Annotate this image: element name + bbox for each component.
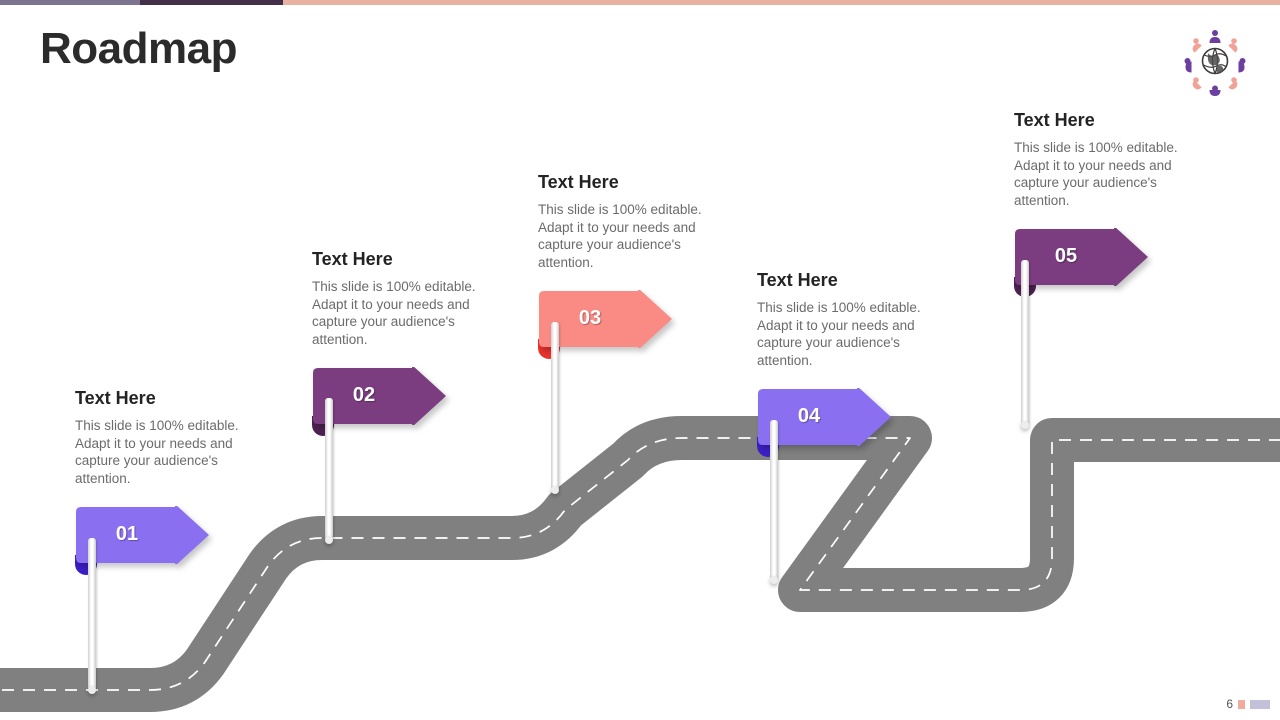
top-accent-bar [0, 0, 1280, 5]
accent-segment-2 [140, 0, 283, 5]
road-centerline [0, 437, 1280, 691]
milestone-02-heading: Text Here [312, 249, 393, 269]
milestone-03-pole [551, 322, 559, 490]
milestone-01-heading: Text Here [75, 388, 156, 408]
page-number-group: 6 [1226, 697, 1270, 711]
page-chip-lavender [1250, 699, 1270, 709]
milestone-03-banner [539, 289, 672, 348]
milestone-04-pole [770, 420, 778, 580]
milestone-05-body: This slide is 100% editable. Adapt it to… [1014, 140, 1178, 209]
milestone-01-pole-base [88, 686, 96, 694]
milestone-03-body: This slide is 100% editable. Adapt it to… [538, 202, 702, 271]
milestone-02-pole [325, 398, 333, 540]
milestone-01-banner [76, 505, 209, 564]
milestone-04[interactable]: Text Here This slide is 100% editable. A… [757, 270, 922, 457]
milestone-02-pole-base [325, 536, 333, 544]
milestone-03[interactable]: Text Here This slide is 100% editable. A… [538, 172, 703, 359]
milestone-03-heading: Text Here [538, 172, 619, 192]
accent-segment-1 [0, 0, 140, 5]
milestone-04-banner [758, 387, 891, 446]
milestone-04-body: This slide is 100% editable. Adapt it to… [757, 300, 921, 369]
page-number: 6 [1226, 697, 1233, 711]
milestone-05[interactable]: Text Here This slide is 100% editable. A… [1014, 110, 1179, 297]
accent-segment-3 [283, 0, 1280, 5]
globe-people-logo [1178, 24, 1252, 98]
milestone-05-flag[interactable]: 05 [1014, 227, 1149, 297]
milestone-02-body: This slide is 100% editable. Adapt it to… [312, 279, 476, 348]
milestone-04-pole-base [770, 576, 778, 584]
milestone-01-body: This slide is 100% editable. Adapt it to… [75, 418, 239, 487]
milestone-02[interactable]: Text Here This slide is 100% editable. A… [312, 249, 477, 436]
milestone-04-heading: Text Here [757, 270, 838, 290]
milestone-05-pole-base [1021, 421, 1029, 429]
page-chip-salmon [1238, 699, 1245, 709]
milestone-01[interactable]: Text Here This slide is 100% editable. A… [75, 388, 240, 575]
page-title: Roadmap [40, 24, 237, 73]
milestone-01-pole [88, 538, 96, 690]
milestone-03-pole-base [551, 486, 559, 494]
milestone-02-banner [313, 366, 446, 425]
milestone-05-heading: Text Here [1014, 110, 1095, 130]
milestone-05-banner [1015, 227, 1148, 286]
milestone-05-pole [1021, 260, 1029, 425]
